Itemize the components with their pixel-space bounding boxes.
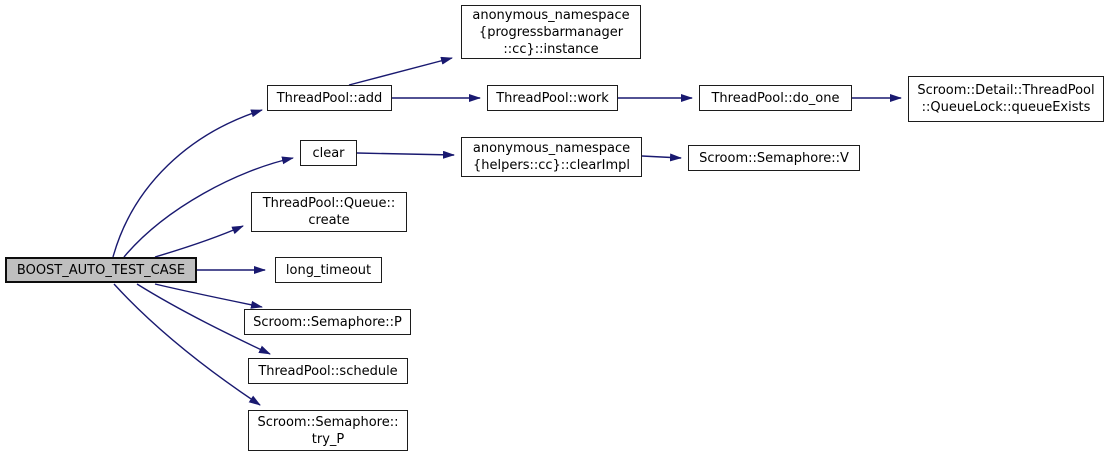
node-label: long_timeout (285, 262, 372, 278)
node-label: Scroom::Semaphore:: (257, 414, 399, 430)
node-label: Scroom::Detail::ThreadPool (917, 83, 1095, 98)
node-boost-auto-test-case[interactable]: BOOST_AUTO_TEST_CASE (5, 257, 197, 283)
edge-clear-impl-to-semaphore-v (641, 153, 682, 162)
node-threadpool-do-one[interactable]: ThreadPool::do_one (699, 85, 852, 111)
node-label: anonymous_namespace (472, 141, 631, 156)
node-threadpool-schedule[interactable]: ThreadPool::schedule (248, 358, 408, 384)
edge-boost-to-clear (123, 156, 294, 258)
node-threadpool-queue-create[interactable]: ThreadPool::Queue:: create (251, 192, 407, 232)
edge-boost-to-threadpool-add (112, 109, 263, 258)
node-label: BOOST_AUTO_TEST_CASE (16, 262, 186, 278)
node-label: ::cc}::instance (503, 41, 599, 57)
node-label: ThreadPool::do_one (711, 90, 840, 106)
node-threadpool-work[interactable]: ThreadPool::work (487, 85, 618, 111)
node-long-timeout[interactable]: long_timeout (275, 257, 382, 283)
node-label: {progressbarmanager (478, 24, 624, 40)
edge-boost-to-semaphore-p (154, 283, 263, 309)
node-clear[interactable]: clear (300, 140, 357, 166)
edge-boost-to-schedule (136, 283, 271, 355)
node-label: clear (312, 145, 345, 161)
node-label: ::QueueLock::queueExists (921, 100, 1091, 115)
node-label: ThreadPool::Queue:: (262, 196, 396, 211)
node-label: anonymous_namespace (472, 7, 630, 23)
edge-add-to-instance (348, 56, 453, 86)
node-label: ThreadPool::work (496, 90, 609, 106)
node-queuelock-queue-exists[interactable]: Scroom::Detail::ThreadPool ::QueueLock::… (908, 76, 1104, 122)
node-label: try_P (311, 431, 345, 447)
node-label: Scroom::Semaphore::P (253, 314, 402, 330)
node-label: Scroom::Semaphore::V (699, 150, 849, 166)
edge-clear-to-clear-impl (356, 150, 455, 159)
edge-boost-to-queue-create (154, 225, 244, 258)
node-scroom-semaphore-p[interactable]: Scroom::Semaphore::P (244, 309, 411, 335)
node-label: ThreadPool::add (276, 90, 383, 106)
node-anonymous-namespace-helpers-clear-impl[interactable]: anonymous_namespace {helpers::cc}::clear… (461, 137, 642, 177)
node-anonymous-namespace-progressbarmanager-instance[interactable]: anonymous_namespace {progressbarmanager … (461, 5, 641, 59)
node-label: {helpers::cc}::clearImpl (472, 158, 630, 173)
node-scroom-semaphore-v[interactable]: Scroom::Semaphore::V (688, 145, 860, 171)
node-threadpool-add[interactable]: ThreadPool::add (267, 85, 392, 111)
edge-boost-to-try-p (113, 283, 261, 406)
node-label: create (308, 213, 350, 228)
node-label: ThreadPool::schedule (258, 363, 398, 379)
node-scroom-semaphore-try-p[interactable]: Scroom::Semaphore:: try_P (248, 410, 408, 451)
